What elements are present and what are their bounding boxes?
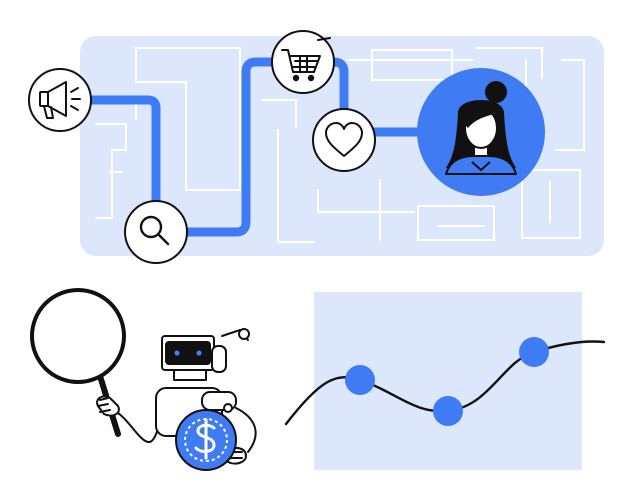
heart-icon bbox=[325, 122, 363, 157]
journey-path bbox=[55, 57, 423, 237]
trend-chart bbox=[284, 292, 606, 470]
touchpoint-cart bbox=[271, 30, 335, 94]
megaphone-icon bbox=[39, 81, 81, 119]
touchpoint-heart bbox=[312, 108, 376, 172]
touchpoint-megaphone bbox=[28, 68, 92, 132]
shopping-cart-icon bbox=[281, 37, 331, 82]
touchpoint-search bbox=[124, 200, 188, 264]
trend-point bbox=[519, 337, 549, 367]
magnifier-icon bbox=[139, 215, 170, 246]
dollar-coin-icon bbox=[175, 409, 237, 471]
trend-point bbox=[433, 396, 463, 426]
trend-point bbox=[345, 365, 375, 395]
customer-avatar bbox=[417, 68, 545, 196]
